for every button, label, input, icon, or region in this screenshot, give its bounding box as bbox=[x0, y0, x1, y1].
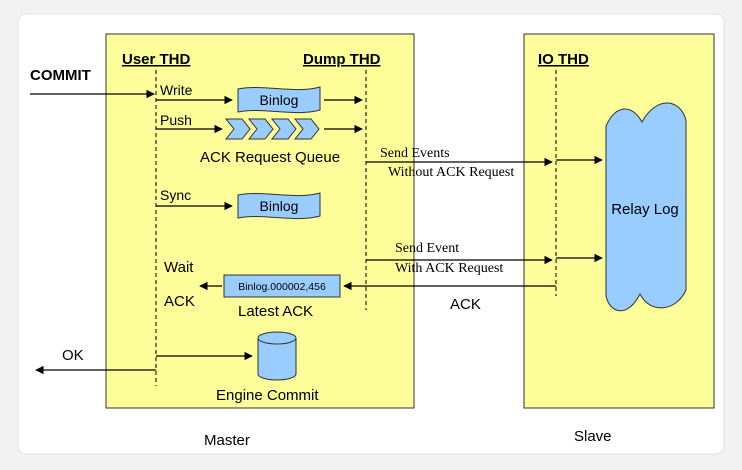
dump-thd-label: Dump THD bbox=[303, 51, 381, 68]
ack-reply-label: ACK bbox=[450, 296, 481, 313]
cylinder-body bbox=[257, 338, 297, 381]
relay-log-label: Relay Log bbox=[611, 201, 679, 218]
slave-caption: Slave bbox=[574, 428, 612, 445]
push-label: Push bbox=[160, 112, 192, 128]
latest-ack-box bbox=[223, 274, 341, 298]
send-event-label-line2: With ACK Request bbox=[395, 261, 503, 276]
io-thd-label: IO THD bbox=[538, 51, 589, 68]
send-events-label-line1: Send Events bbox=[380, 146, 450, 161]
send-events-label-line2: Without ACK Request bbox=[388, 165, 514, 180]
ack-label: ACK bbox=[164, 293, 195, 310]
binlog-sync-label: Binlog bbox=[260, 198, 299, 214]
send-event-label-line1: Send Event bbox=[395, 241, 459, 256]
binlog-write-shape bbox=[237, 86, 321, 114]
cylinder-top bbox=[257, 331, 297, 345]
queue-chevron bbox=[293, 118, 320, 140]
sync-label: Sync bbox=[160, 187, 191, 203]
latest-ack-label: Latest ACK bbox=[238, 303, 313, 320]
relay-log-shape bbox=[605, 102, 687, 312]
ack-request-queue-label: ACK Request Queue bbox=[200, 149, 340, 166]
commit-label: COMMIT bbox=[30, 67, 91, 84]
latest-ack-value: Binlog.000002,456 bbox=[238, 281, 326, 293]
ok-label: OK bbox=[62, 347, 84, 364]
engine-commit-cylinder bbox=[257, 331, 297, 381]
queue-chevron bbox=[247, 118, 274, 140]
binlog-sync-shape bbox=[237, 192, 321, 220]
wait-label: Wait bbox=[164, 259, 194, 276]
engine-commit-label: Engine Commit bbox=[216, 387, 319, 404]
binlog-write-label: Binlog bbox=[260, 92, 299, 108]
queue-chevron bbox=[224, 118, 251, 140]
write-label: Write bbox=[160, 82, 193, 98]
user-thd-label: User THD bbox=[122, 51, 191, 68]
queue-chevron bbox=[270, 118, 297, 140]
master-caption: Master bbox=[204, 432, 250, 449]
ack-request-queue-shape bbox=[224, 118, 320, 140]
